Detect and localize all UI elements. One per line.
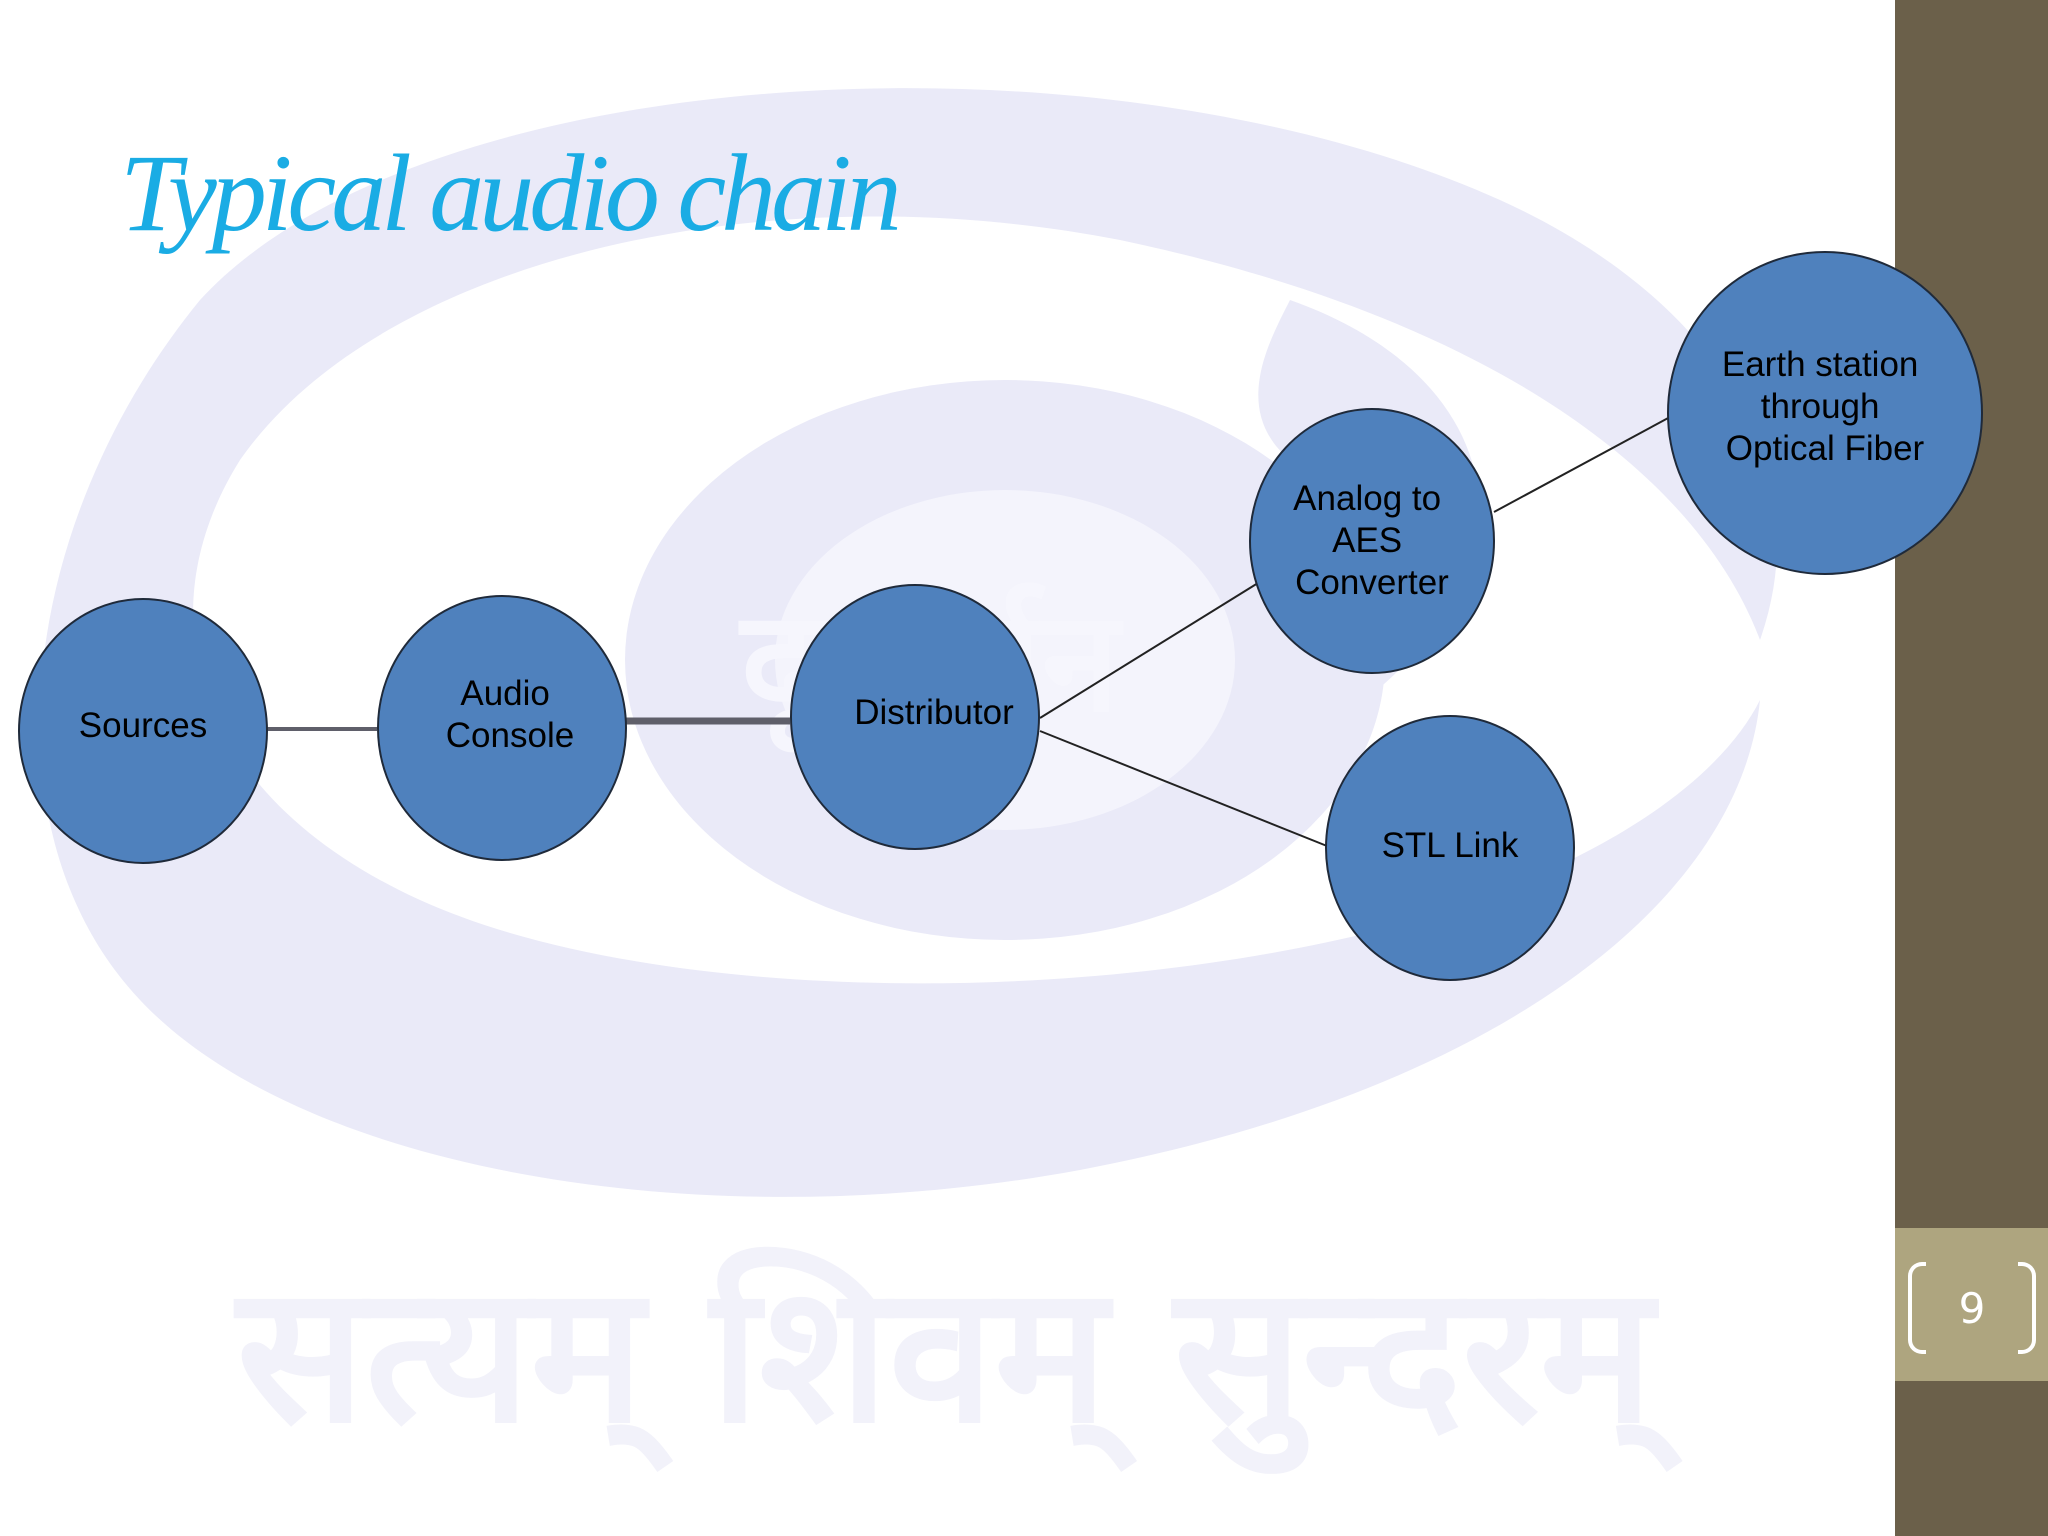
page-number-box [1895, 1228, 2048, 1381]
node-stl-link: STL Link [1325, 715, 1575, 981]
edge-distributor-stl-link [1039, 730, 1328, 847]
page-number-bracket-left [1908, 1262, 1926, 1354]
node-sources: Sources [18, 598, 268, 864]
node-analog-to-aes-converter: Analog to AES Converter [1249, 408, 1495, 674]
node-analog-to-aes-converter-label: Analog to AES Converter [1293, 479, 1451, 602]
node-analog-to-aes-converter-label-line: Converter [1295, 563, 1449, 602]
node-earth-station-label: Earth station through Optical Fiber [1722, 345, 1928, 468]
slide-title: Typical audio chain [120, 132, 902, 254]
diagram-edges [267, 416, 1671, 847]
edge-distributor-analog-to-aes-converter [1039, 582, 1259, 719]
node-stl-link-label: STL Link [1382, 826, 1519, 865]
node-audio-console-label-line: Audio [460, 674, 550, 713]
node-earth-station-circle [1667, 251, 1983, 575]
node-sources-label: Sources [79, 706, 207, 745]
node-stl-link-label-line: STL Link [1382, 826, 1519, 865]
node-distributor: Distributor [790, 584, 1040, 850]
node-audio-console-label: Audio Console [446, 674, 574, 755]
page-number: 9 [1958, 1283, 1986, 1333]
watermark-motto: सत्यम् शिवम् सुन्दरम् [234, 1244, 1684, 1474]
node-analog-to-aes-converter-label-line: Analog to [1293, 479, 1441, 518]
node-stl-link-circle [1325, 715, 1575, 981]
edge-analog-to-aes-converter-earth-station [1493, 416, 1671, 513]
node-audio-console-label-line: Console [446, 716, 574, 755]
page-number-bracket-right [2018, 1262, 2036, 1354]
node-earth-station-label-line: through [1761, 387, 1880, 426]
node-sources-label-line: Sources [79, 706, 207, 745]
node-sources-circle [18, 598, 268, 864]
node-earth-station: Earth station through Optical Fiber [1667, 251, 1983, 575]
node-distributor-label: Distributor [854, 693, 1014, 732]
node-distributor-circle [790, 584, 1040, 850]
node-audio-console-circle [377, 595, 627, 861]
node-audio-console: Audio Console [377, 595, 627, 861]
node-earth-station-label-line: Earth station [1722, 345, 1919, 384]
node-distributor-label-line: Distributor [854, 693, 1014, 732]
node-analog-to-aes-converter-circle [1249, 408, 1495, 674]
node-earth-station-label-line: Optical Fiber [1726, 429, 1925, 468]
node-analog-to-aes-converter-label-line: AES [1332, 521, 1402, 560]
